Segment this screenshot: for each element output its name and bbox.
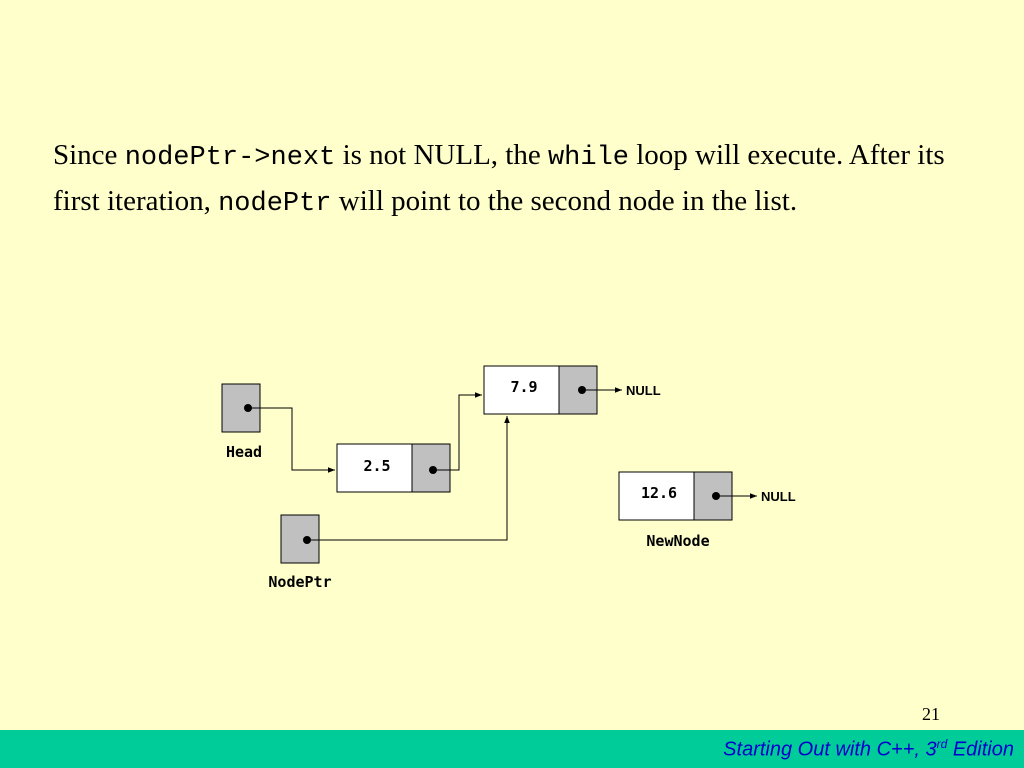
code-while: while — [547, 143, 629, 173]
footer-title-suffix: Edition — [947, 738, 1014, 761]
text-loop-will-execute: loop will execute. After its first itera… — [53, 139, 945, 217]
nodeptr-label: NodePtr — [268, 573, 331, 591]
footer-title-superscript: rd — [936, 737, 948, 751]
code-nodeptr: nodePtr — [218, 189, 332, 219]
head-label: Head — [226, 443, 262, 461]
arrow-head-to-node1 — [248, 407, 335, 473]
text-since: Since — [53, 139, 125, 171]
newnode-value-cell — [618, 471, 695, 521]
text-second-node: will point to the second node in the lis… — [331, 185, 798, 217]
node2-value: 7.9 — [510, 378, 537, 396]
footer-title-prefix: Starting Out with C++, 3 — [723, 738, 937, 761]
null-label-node2: NULL — [626, 383, 661, 398]
node2-value-cell — [483, 365, 560, 415]
null-label-newnode: NULL — [761, 489, 796, 504]
newnode-label: NewNode — [646, 532, 709, 550]
page-number: 21 — [922, 704, 940, 724]
footer-bar: Starting Out with C++, 3rd Edition — [0, 730, 1024, 768]
code-nodeptr-next: nodePtr->next — [124, 143, 336, 173]
arrow-nodeptr-to-node2 — [307, 416, 510, 541]
text-not-null: is not NULL, the — [335, 139, 548, 171]
nodeptr-pointer-box — [280, 514, 320, 564]
footer-book-title: Starting Out with C++, 3rd Edition — [723, 737, 1014, 762]
newnode-value: 12.6 — [641, 484, 677, 502]
arrow-node1-to-node2 — [433, 392, 482, 471]
slide-paragraph: Since nodePtr->next is not NULL, the whi… — [53, 134, 983, 226]
node1-value: 2.5 — [363, 457, 390, 475]
